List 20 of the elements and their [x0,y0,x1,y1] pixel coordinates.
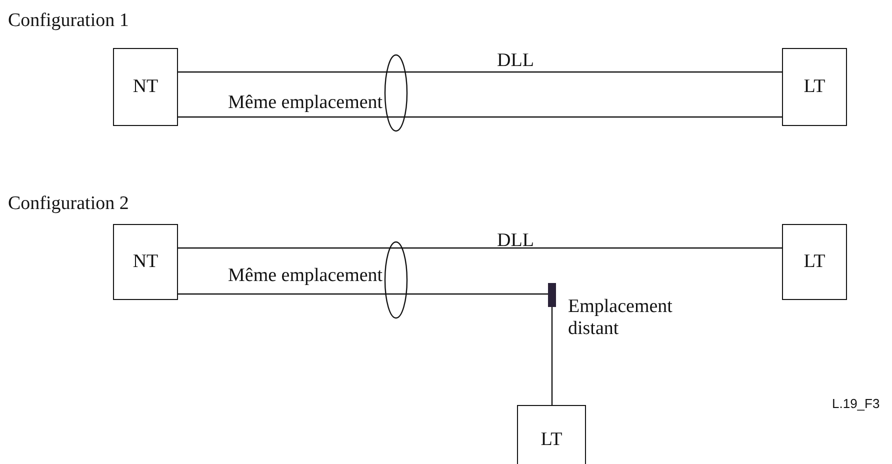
line-label: DLL [497,50,534,72]
line-label: Même emplacement [228,265,383,287]
location-note: Emplacement distant [568,296,674,340]
node-label: NT [132,251,158,273]
connector-line [551,307,553,405]
equipment-box [113,224,178,300]
equipment-box [782,224,847,300]
equipment-box [517,405,586,464]
section-heading: Configuration 2 [8,193,129,215]
line-label: Même emplacement [228,92,383,114]
node-label: LT [804,251,826,273]
figure-code: L.19_F3 [832,397,880,412]
section-heading: Configuration 1 [8,10,129,32]
splice-block [548,283,556,307]
equipment-box [113,48,178,126]
equipment-box [782,48,847,126]
node-label: LT [804,76,826,98]
node-label: LT [540,429,562,451]
node-label: NT [132,76,158,98]
line-label: DLL [497,230,534,252]
